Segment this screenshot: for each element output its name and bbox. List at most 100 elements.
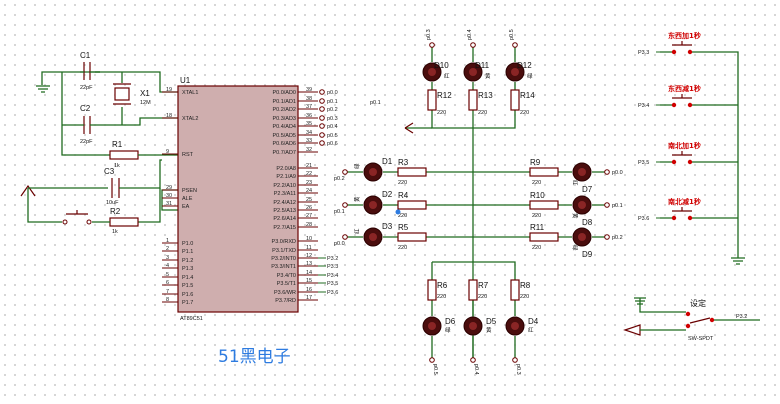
mcu-net-label: P3.2 [327, 256, 338, 262]
mcu-pin-number: 14 [306, 270, 312, 276]
mcu-pin-number: 36 [306, 113, 312, 119]
button-label: 南北减1秒 [668, 197, 701, 206]
mcu-pin-name: XTAL2 [182, 116, 198, 122]
mcu-pin-number: 32 [306, 147, 312, 153]
button-net: P3.4 [638, 103, 649, 109]
button-net: P3.3 [638, 50, 649, 56]
mcu-pin-name: P2.4/A12 [273, 200, 296, 206]
net-label-p0.1-left: p0.1 [370, 100, 381, 106]
mcu-pin-number: 9 [166, 149, 169, 155]
mcu-pin-number: 27 [306, 213, 312, 219]
mcu-pin-number: 26 [306, 205, 312, 211]
mcu-pin-name: P1.0 [182, 241, 193, 247]
mcu-pin-name: P3.6/WR [274, 290, 296, 296]
mcu-pin-number: 16 [306, 287, 312, 293]
led-color: 红 [528, 326, 534, 334]
mcu-pin-name: P2.3/A11 [274, 191, 296, 197]
led-color: 黄 [571, 213, 579, 219]
switch-part: SW-SPDT [688, 336, 714, 342]
mcu-pin-number: 25 [306, 197, 312, 203]
mcu-pin-number: 19 [166, 87, 172, 93]
mcu-pin-number: 39 [306, 87, 312, 93]
mcu-pin-name: P3.0/RXD [272, 239, 296, 245]
mcu-pin-name: P3.3/INT1 [271, 264, 296, 270]
res-value: 220 [437, 294, 446, 300]
mcu-pin-number: 1 [166, 238, 169, 244]
c2-ref: C2 [80, 104, 91, 113]
led-color: 黄 [353, 196, 361, 202]
mcu-net-label: P3.3 [327, 264, 338, 270]
mcu-pin-number: 18 [166, 113, 172, 119]
res-ref: R3 [398, 158, 409, 167]
c3-value: 10uF [106, 200, 119, 206]
res-ref: R7 [478, 281, 489, 290]
c3-ref: C3 [104, 167, 115, 176]
led-ref: D1 [382, 157, 393, 166]
res-ref: R10 [530, 191, 545, 200]
mcu-pin-number: 15 [306, 278, 312, 284]
mcu-pin-number: 29 [166, 185, 172, 191]
mcu-pin-number: 38 [306, 96, 312, 102]
mcu-pin-name: P0.3/AD3 [272, 116, 296, 122]
mcu-pin-name: P0.0/AD0 [272, 90, 296, 96]
net-label: p0.4 [467, 29, 473, 40]
switch-net: P3.2 [736, 314, 747, 320]
oscillator-circuit: C1 22pF C2 22pF X1 12M R1 1k [36, 51, 178, 169]
mcu-part: AT89C51 [180, 316, 203, 322]
r1-ref: R1 [112, 140, 123, 149]
mcu-pin-name: P0.4/AD4 [272, 124, 296, 130]
led-ref: D8 [582, 218, 593, 227]
res-value: 220 [532, 245, 541, 251]
led-ref: D4 [528, 317, 539, 326]
mcu-pin-name: P0.2/AD2 [272, 107, 296, 113]
mcu-pin-name: P3.2/INT0 [271, 256, 296, 262]
net-label: p0.5 [509, 29, 515, 40]
led-color: 绿 [571, 245, 579, 251]
res-value: 220 [520, 110, 529, 116]
push-button-1[interactable]: P3.3 东西加1秒 [638, 31, 701, 56]
res-ref: R9 [530, 158, 541, 167]
mcu-pin-name: P2.6/A14 [273, 216, 296, 222]
mcu-pin-name: RST [182, 152, 194, 158]
mcu-pin-name: P0.5/AD5 [272, 133, 296, 139]
mcu-net-label: p0.2 [327, 107, 338, 113]
set-switch[interactable]: 设定 SW-SPDT P3.2 [623, 297, 760, 342]
res-value: 220 [398, 213, 407, 219]
mcu-pin-number: 31 [166, 201, 172, 207]
net-label: p0.5 [432, 364, 438, 375]
mcu-pin-name: ALE [182, 196, 193, 202]
res-ref: R8 [520, 281, 531, 290]
mcu-pin-name: P1.5 [182, 283, 193, 289]
net-label: p0.2 [334, 176, 345, 182]
button-label: 东西加1秒 [668, 31, 701, 40]
